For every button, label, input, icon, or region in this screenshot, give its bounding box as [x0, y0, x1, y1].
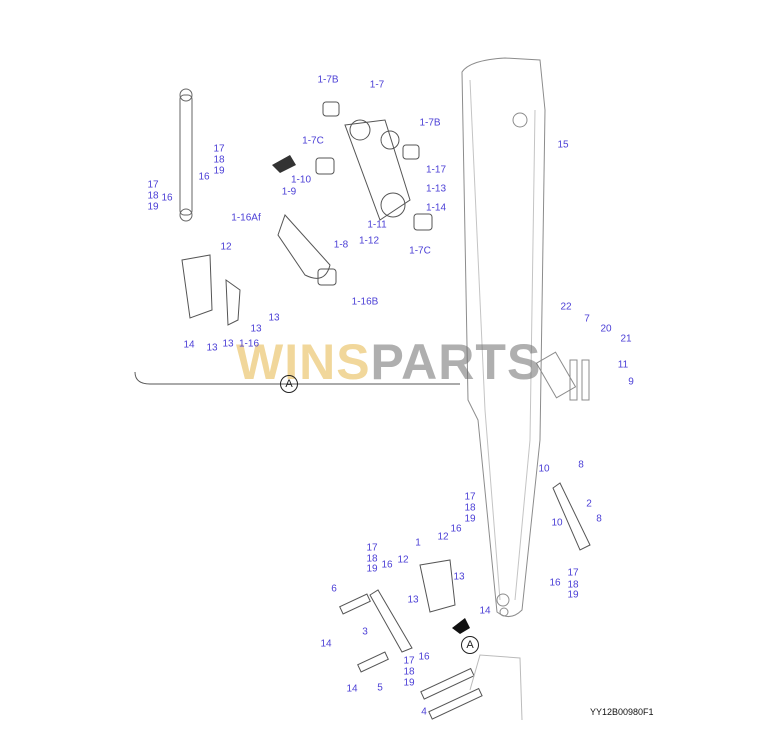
callout-1-7C: 1-7C	[409, 245, 431, 257]
callout-16: 16	[418, 651, 430, 663]
callout-1: 1	[415, 537, 421, 549]
callout-13: 13	[453, 571, 465, 583]
callout-13: 13	[250, 323, 262, 335]
callout-18: 18	[147, 190, 159, 202]
callout-1-8: 1-8	[333, 239, 349, 251]
callout-9: 9	[628, 376, 634, 388]
callout-12: 12	[437, 531, 449, 543]
callout-15: 15	[557, 139, 569, 151]
callout-12: 12	[220, 241, 232, 253]
callout-1-16Af: 1-16Af	[231, 212, 261, 224]
callout-11: 11	[617, 359, 629, 371]
callout-21: 21	[620, 333, 632, 345]
callout-18: 18	[403, 666, 415, 678]
callout-16: 16	[198, 171, 210, 183]
watermark: WINSPARTS	[236, 334, 542, 390]
view-marker-a: A	[461, 636, 479, 654]
callout-14: 14	[320, 638, 332, 650]
callout-14: 14	[183, 339, 195, 351]
view-marker-a: A	[280, 375, 298, 393]
view-line	[134, 371, 460, 385]
callout-10: 10	[551, 517, 563, 529]
callout-1-7B: 1-7B	[419, 117, 441, 129]
callout-3: 3	[362, 626, 368, 638]
callout-13: 13	[222, 338, 234, 350]
callout-1-9: 1-9	[281, 186, 297, 198]
callout-19: 19	[464, 513, 476, 525]
callout-19: 19	[213, 165, 225, 177]
callout-18: 18	[567, 579, 579, 591]
callout-17: 17	[403, 655, 415, 667]
callout-16: 16	[450, 523, 462, 535]
callout-18: 18	[464, 502, 476, 514]
callout-8: 8	[578, 459, 584, 471]
callout-8: 8	[596, 513, 602, 525]
callout-20: 20	[600, 323, 612, 335]
callout-14: 14	[479, 605, 491, 617]
callout-17: 17	[567, 567, 579, 579]
drawing-code: YY12B00980F1	[590, 707, 654, 717]
callout-1-7C: 1-7C	[302, 135, 324, 147]
link-assembly	[181, 101, 433, 326]
arrow-icon	[452, 618, 470, 634]
callout-17: 17	[213, 143, 225, 155]
callout-13: 13	[206, 342, 218, 354]
callout-22: 22	[560, 301, 572, 313]
arm-cylinder	[179, 88, 193, 222]
callout-1-17: 1-17	[425, 164, 447, 176]
callout-18: 18	[213, 154, 225, 166]
callout-1-7B: 1-7B	[317, 74, 339, 86]
boom	[461, 57, 590, 617]
callout-19: 19	[567, 589, 579, 601]
bucket-links	[339, 482, 591, 721]
fwd-arrow-icon	[272, 155, 296, 173]
callout-1-7: 1-7	[369, 79, 385, 91]
callout-17: 17	[366, 542, 378, 554]
callout-1-13: 1-13	[425, 183, 447, 195]
callout-1-14: 1-14	[425, 202, 447, 214]
callout-12: 12	[397, 554, 409, 566]
callout-4: 4	[421, 706, 427, 718]
callout-1-10: 1-10	[290, 174, 312, 186]
callout-16: 16	[161, 192, 173, 204]
callout-19: 19	[366, 563, 378, 575]
callout-7: 7	[584, 313, 590, 325]
callout-13: 13	[268, 312, 280, 324]
callout-16: 16	[549, 577, 561, 589]
callout-1-16B: 1-16B	[351, 296, 379, 308]
callout-16: 16	[381, 559, 393, 571]
callout-2: 2	[586, 498, 592, 510]
callout-6: 6	[331, 583, 337, 595]
callout-18: 18	[366, 553, 378, 565]
callout-17: 17	[147, 179, 159, 191]
callout-13: 13	[407, 594, 419, 606]
callout-1-16: 1-16	[238, 338, 260, 350]
callout-17: 17	[464, 491, 476, 503]
callout-14: 14	[346, 683, 358, 695]
callout-1-12: 1-12	[358, 235, 380, 247]
callout-19: 19	[403, 677, 415, 689]
callout-1-11: 1-11	[367, 219, 387, 231]
callout-19: 19	[147, 201, 159, 213]
callout-10: 10	[538, 463, 550, 475]
callout-5: 5	[377, 682, 383, 694]
